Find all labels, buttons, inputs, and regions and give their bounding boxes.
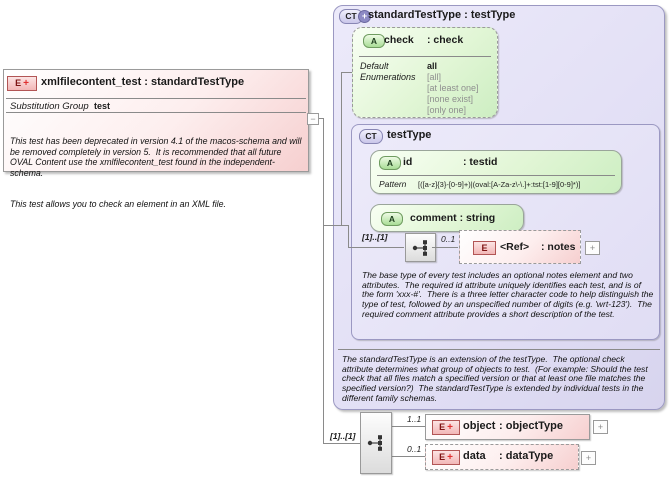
element-icon: E+	[432, 420, 460, 435]
element-icon: E+	[432, 450, 460, 465]
sequence-icon	[412, 239, 427, 256]
default-value: all	[427, 61, 438, 71]
element-badge-letter: E	[439, 452, 446, 462]
attribute-name: id	[403, 156, 413, 168]
enum-value: [all]	[427, 72, 442, 82]
complex-type-box-testtype[interactable]: CT testType A id : testid Pattern [([a-z…	[351, 124, 660, 340]
element-type: : dataType	[499, 450, 554, 462]
cardinality-label: 1..1	[407, 414, 422, 424]
attribute-name: comment : string	[410, 212, 496, 224]
attribute-type: : testid	[463, 156, 498, 168]
enum-value: [none exist]	[427, 94, 474, 104]
expand-toggle[interactable]: +	[593, 420, 608, 434]
attribute-icon: A	[363, 34, 385, 48]
cardinality-label: [1]..[1]	[362, 232, 388, 242]
element-badge-letter: E	[481, 242, 488, 253]
sequence-icon-box[interactable]	[360, 412, 392, 474]
connector-line	[349, 247, 404, 248]
element-box-xmlfilecontent-test[interactable]: E+ xmlfilecontent_test : standardTestTyp…	[3, 69, 309, 209]
divider	[377, 175, 615, 176]
pattern-value: [([a-z]{3}-[0-9]+)|(oval:[A-Za-z\-\.]+:t…	[418, 180, 581, 189]
testtype-description: The base type of every test includes an …	[362, 270, 656, 319]
expand-toggle[interactable]: +	[581, 451, 596, 465]
description-paragraph: This test allows you to check an element…	[10, 199, 226, 209]
divider	[338, 349, 660, 350]
attribute-icon: A	[379, 156, 401, 170]
description-paragraph: This test has been deprecated in version…	[10, 136, 304, 178]
element-type: : notes	[541, 241, 576, 253]
attribute-type: : check	[427, 34, 464, 46]
connector-line	[323, 118, 324, 444]
divider	[6, 98, 306, 99]
sequence-icon	[367, 435, 382, 451]
connector-line	[342, 72, 352, 73]
element-name: data	[463, 450, 486, 462]
element-plus-icon: +	[23, 77, 29, 89]
connector-line	[323, 225, 349, 226]
connector-line	[316, 118, 324, 119]
connector-line	[390, 456, 426, 457]
enumerations-label: Enumerations	[360, 72, 416, 82]
element-plus-icon: +	[447, 421, 453, 433]
attribute-icon: A	[381, 212, 403, 226]
standardtesttype-description: The standardTestType is an extension of …	[342, 354, 651, 403]
complex-type-box-standardtesttype[interactable]: CT + standardTestType : testType A check …	[333, 5, 665, 410]
attribute-box-comment[interactable]: A comment : string	[370, 204, 524, 232]
element-icon: E	[473, 241, 496, 255]
complex-type-title: testType	[387, 129, 432, 141]
expand-toggle[interactable]: +	[585, 241, 600, 255]
element-box-object[interactable]: E+ object : objectType	[425, 414, 590, 440]
connector-line	[432, 247, 458, 248]
connector-line	[390, 426, 426, 427]
complex-type-title: standardTestType : testType	[368, 9, 516, 21]
element-description: This test has been deprecated in version…	[10, 115, 305, 231]
divider	[359, 56, 491, 57]
element-title: xmlfilecontent_test : standardTestType	[41, 76, 245, 88]
attribute-name: check	[384, 34, 414, 46]
enum-value: [only one]	[427, 105, 467, 115]
connector-line	[341, 72, 342, 226]
element-box-notes-ref[interactable]: E <Ref> : notes	[459, 230, 581, 264]
complex-type-icon: CT	[359, 129, 383, 144]
enum-value: [at least one]	[427, 83, 479, 93]
element-icon: E+	[7, 76, 37, 91]
divider	[6, 112, 306, 113]
connector-line	[348, 225, 349, 248]
collapse-toggle[interactable]: −	[307, 113, 319, 125]
pattern-label: Pattern	[379, 179, 407, 189]
derived-plus-icon: +	[358, 10, 371, 23]
attribute-box-id[interactable]: A id : testid Pattern [([a-z]{3}-[0-9]+)…	[370, 150, 622, 194]
cardinality-label: [1]..[1]	[330, 431, 356, 441]
substitution-group-value[interactable]: test	[94, 101, 111, 111]
element-badge-letter: E	[439, 422, 446, 432]
substitution-group-label: Substitution Group	[10, 101, 89, 112]
element-plus-icon: +	[447, 451, 453, 463]
element-badge-letter: E	[15, 78, 22, 88]
default-label: Default	[360, 61, 389, 71]
attribute-box-check[interactable]: A check : check Default all Enumerations…	[352, 27, 498, 118]
element-name: <Ref>	[500, 241, 530, 253]
element-box-data[interactable]: E+ data : dataType	[425, 444, 579, 470]
cardinality-label: 0..1	[441, 234, 456, 244]
element-name: object	[463, 420, 496, 432]
cardinality-label: 0..1	[407, 444, 422, 454]
connector-line	[323, 443, 360, 444]
element-type: : objectType	[499, 420, 563, 432]
